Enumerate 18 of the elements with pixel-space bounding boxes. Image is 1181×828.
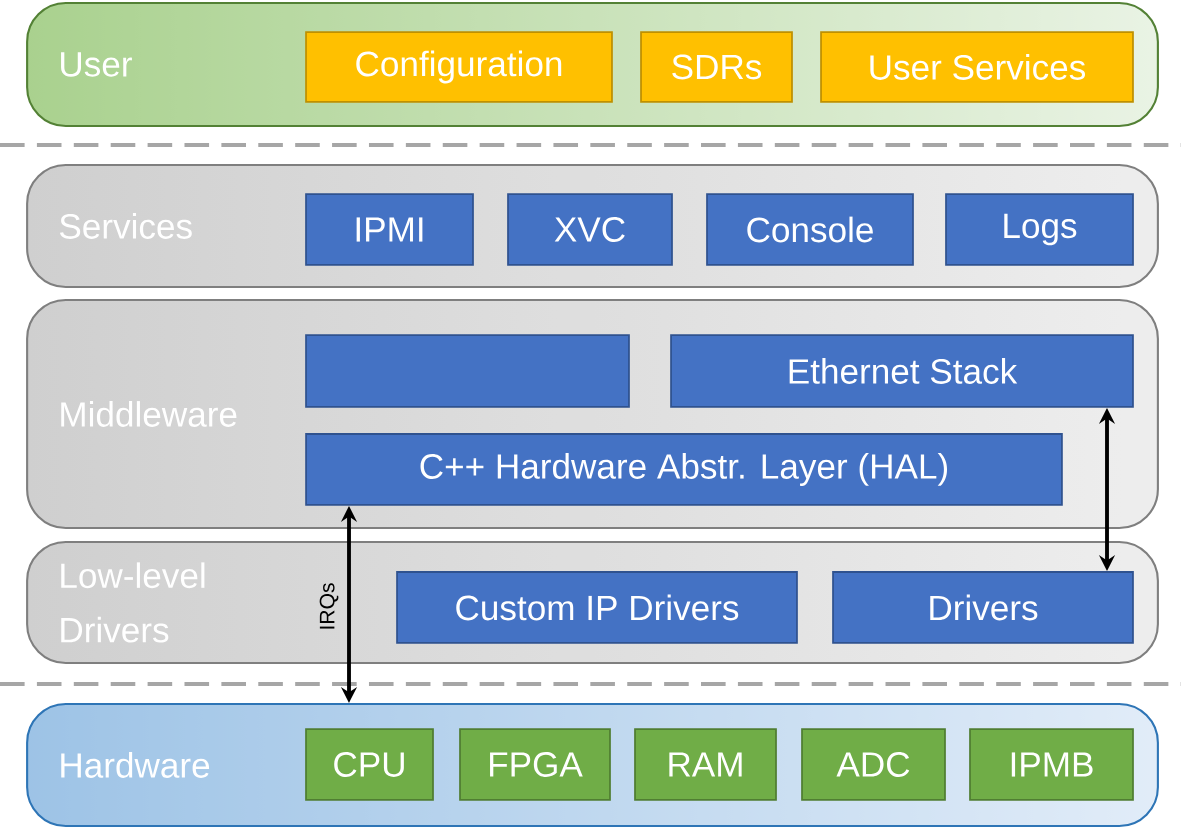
edge-label: IRQs xyxy=(319,583,339,629)
component-box: RAM xyxy=(634,728,777,801)
component-box: C++ Hardware Abstr. Layer (HAL) xyxy=(305,433,1063,506)
component-box: XVC xyxy=(507,193,673,266)
component-box xyxy=(305,334,630,408)
component-box: IPMB xyxy=(969,728,1134,801)
component-box: User Services xyxy=(820,31,1134,103)
component-box: Custom IP Drivers xyxy=(396,571,798,644)
component-box: Configuration xyxy=(305,31,613,103)
component-box: Ethernet Stack xyxy=(670,334,1134,408)
component-box: SDRs xyxy=(640,31,793,103)
component-box: Drivers xyxy=(832,571,1134,644)
component-box: FPGA xyxy=(459,728,611,801)
component-box: IPMI xyxy=(305,193,474,266)
component-box: Logs xyxy=(945,193,1134,266)
component-box: CPU xyxy=(305,728,434,801)
component-box: Console xyxy=(706,193,914,266)
component-box: ADC xyxy=(801,728,946,801)
